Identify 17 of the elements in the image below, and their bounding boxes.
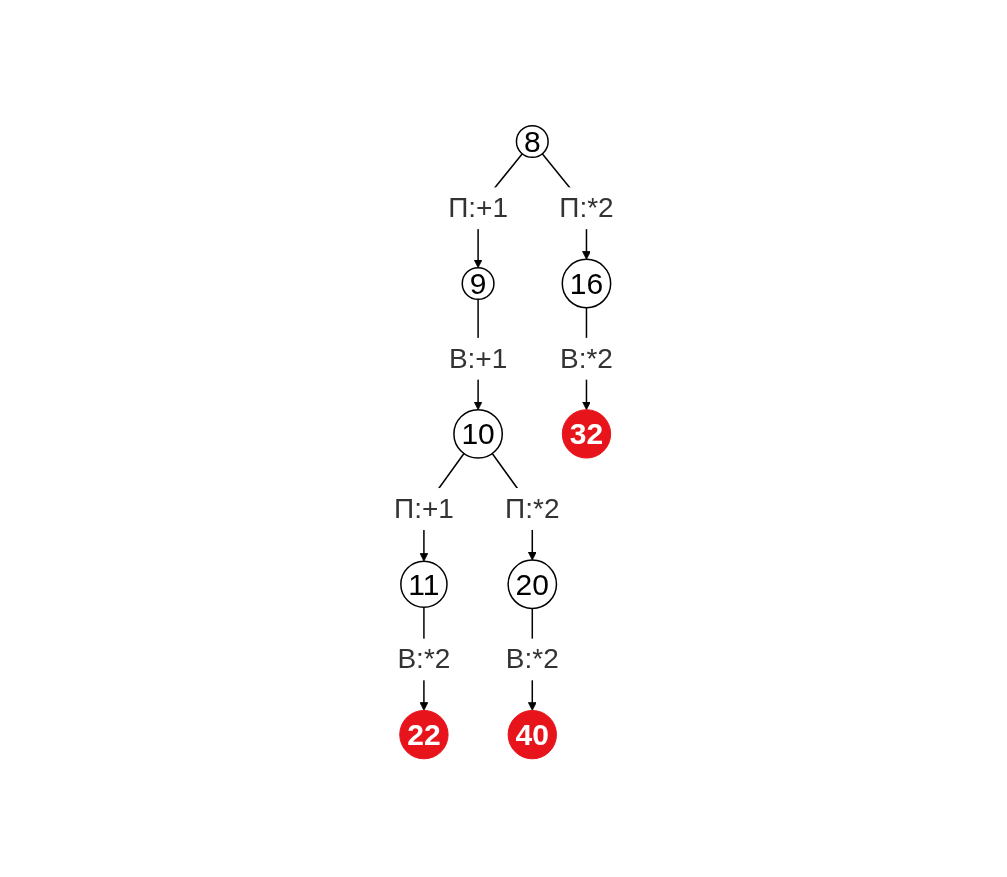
edge-label: П:+1	[393, 492, 454, 524]
node-circle: 32	[561, 408, 611, 459]
node-circle: 20	[507, 558, 557, 609]
edge-label: П:*2	[558, 191, 614, 223]
edge-label: В:+1	[448, 342, 507, 374]
edge-label: В:*2	[397, 643, 451, 675]
node-circle: 10	[452, 408, 503, 459]
node-circle: 8	[515, 124, 549, 158]
edge-label: П:+1	[447, 191, 508, 223]
node-circle: 11	[399, 560, 448, 608]
edge-label: П:*2	[504, 492, 560, 524]
node-circle: 22	[398, 709, 449, 759]
edge-label: В:*2	[559, 342, 613, 374]
node-circle: 9	[461, 266, 495, 300]
node-circle: 40	[507, 709, 557, 759]
edge-label: В:*2	[505, 643, 559, 675]
node-circle: 16	[561, 258, 612, 309]
